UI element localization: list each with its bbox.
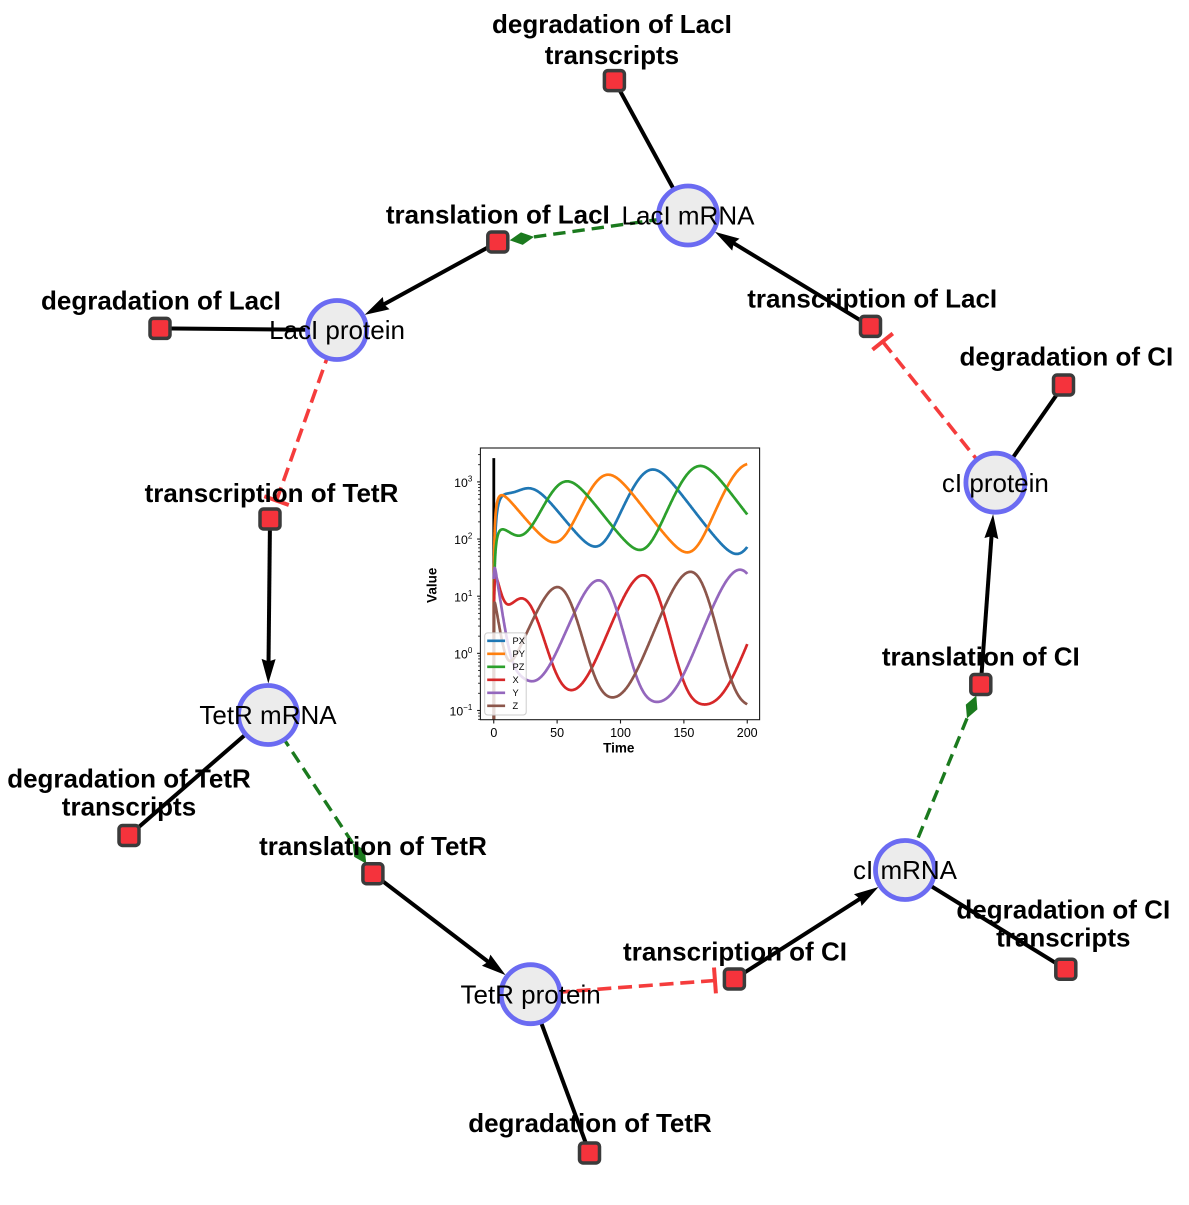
svg-text:transcription of LacI: transcription of LacI: [747, 284, 997, 314]
svg-text:LacI protein: LacI protein: [269, 315, 405, 345]
svg-text:Z: Z: [513, 701, 519, 711]
svg-text:degradation of CI: degradation of CI: [956, 894, 1170, 924]
svg-text:degradation of LacI: degradation of LacI: [41, 286, 281, 316]
svg-text:translation of TetR: translation of TetR: [259, 831, 487, 861]
svg-text:Value: Value: [424, 567, 439, 603]
svg-text:TetR protein: TetR protein: [461, 979, 601, 1009]
svg-text:translation of LacI: translation of LacI: [386, 200, 610, 230]
svg-text:degradation of TetR: degradation of TetR: [7, 763, 251, 793]
svg-text:cI protein: cI protein: [942, 468, 1049, 498]
svg-text:transcription of CI: transcription of CI: [623, 936, 847, 966]
svg-text:Y: Y: [513, 688, 519, 698]
svg-text:50: 50: [550, 726, 564, 740]
svg-text:X: X: [513, 675, 519, 685]
svg-text:translation of CI: translation of CI: [882, 642, 1080, 672]
svg-text:100: 100: [610, 726, 631, 740]
svg-text:transcripts: transcripts: [62, 792, 196, 822]
svg-text:0: 0: [490, 726, 497, 740]
svg-text:PZ: PZ: [513, 662, 525, 672]
svg-text:degradation of LacI: degradation of LacI: [492, 9, 732, 39]
svg-text:150: 150: [673, 726, 694, 740]
svg-text:PY: PY: [513, 649, 525, 659]
svg-text:degradation of CI: degradation of CI: [960, 341, 1174, 371]
svg-text:PX: PX: [513, 636, 525, 646]
svg-text:Time: Time: [603, 741, 635, 756]
svg-text:degradation of TetR: degradation of TetR: [468, 1108, 712, 1138]
svg-text:transcripts: transcripts: [996, 923, 1130, 953]
svg-text:transcripts: transcripts: [545, 40, 679, 70]
svg-text:200: 200: [737, 726, 758, 740]
svg-text:cI mRNA: cI mRNA: [853, 855, 958, 885]
svg-text:transcription of TetR: transcription of TetR: [145, 478, 399, 508]
svg-text:TetR mRNA: TetR mRNA: [199, 700, 337, 730]
svg-text:LacI mRNA: LacI mRNA: [622, 201, 756, 231]
